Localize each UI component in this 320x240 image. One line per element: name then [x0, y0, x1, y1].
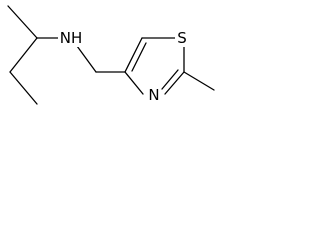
bond-c2-methyl — [183, 71, 215, 91]
bond-ch2-ch3 — [9, 71, 38, 105]
bond-c4-c5 — [124, 37, 143, 73]
bond-nh-ch2 — [76, 45, 97, 73]
amine-nitrogen-label: NH — [60, 29, 83, 47]
bond-n-c4 — [124, 71, 144, 95]
sulfur-label-bg — [175, 30, 189, 47]
ring-sulfur-label: S — [177, 29, 187, 47]
structure-diagram: NH S N — [7, 5, 215, 105]
bond-c4-c5-double — [131, 42, 147, 72]
bond-ch-ch2 — [9, 37, 38, 73]
ring-nitrogen-label: N — [148, 86, 159, 104]
bond-methyl-ch — [7, 5, 38, 39]
bond-c2-n-double — [161, 69, 179, 90]
amine-label-bg — [58, 29, 84, 47]
ring-nitrogen-label-bg — [147, 87, 161, 104]
bond-c2-n — [164, 71, 185, 95]
